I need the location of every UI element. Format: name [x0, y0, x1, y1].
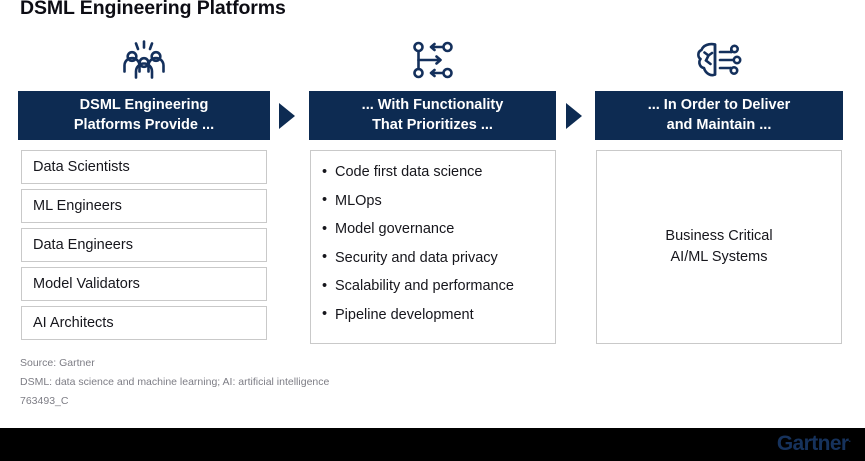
workflow-nodes-icon [309, 36, 556, 84]
arrow-right-icon [279, 103, 295, 129]
list-item: • MLOps [321, 191, 545, 212]
list-item: • Security and data privacy [321, 248, 545, 269]
list-item[interactable]: Data Scientists [21, 150, 267, 184]
column-providers: DSML Engineering Platforms Provide ... D… [18, 0, 270, 420]
list-item[interactable]: AI Architects [21, 306, 267, 340]
outcome-card: Business Critical AI/ML Systems [596, 150, 842, 344]
column-functionality: ... With Functionality That Prioritizes … [309, 0, 556, 420]
outcome-text: Business Critical AI/ML Systems [665, 226, 772, 269]
header-line-1: ... In Order to Deliver [647, 96, 791, 113]
header-line-1: DSML Engineering [79, 96, 209, 113]
roles-list: Data Scientists ML Engineers Data Engine… [21, 150, 267, 345]
role-label: Data Engineers [33, 237, 133, 253]
role-label: AI Architects [33, 315, 114, 331]
logo-trademark: . [848, 434, 851, 444]
logo-text: Gartner [776, 432, 849, 455]
feature-label: Model governance [335, 221, 455, 238]
list-item: • Model governance [321, 219, 545, 240]
footnotes: Source: Gartner DSML: data science and m… [20, 354, 620, 411]
bullet-icon: • [322, 277, 328, 294]
column-header-providers: DSML Engineering Platforms Provide ... [18, 91, 270, 140]
list-item[interactable]: ML Engineers [21, 189, 267, 223]
header-line-1: ... With Functionality [361, 96, 504, 113]
bullet-icon: • [322, 192, 328, 209]
bullet-icon: • [322, 249, 328, 266]
gartner-logo: Gartner. [777, 432, 851, 456]
list-item[interactable]: Data Engineers [21, 228, 267, 262]
role-label: Data Scientists [33, 159, 130, 175]
page-title: DSML Engineering Platforms [20, 0, 286, 19]
feature-label: Security and data privacy [335, 249, 498, 266]
abbreviation-note: DSML: data science and machine learning;… [20, 376, 330, 389]
brain-ai-icon [595, 36, 843, 84]
list-item: • Pipeline development [321, 305, 545, 326]
header-line-2: That Prioritizes ... [372, 116, 493, 133]
arrow-right-icon [566, 103, 582, 129]
list-item[interactable]: Model Validators [21, 267, 267, 301]
role-label: Model Validators [33, 276, 140, 292]
column-header-outcome: ... In Order to Deliver and Maintain ... [595, 91, 843, 140]
role-label: ML Engineers [33, 198, 122, 214]
source-note: Source: Gartner [20, 357, 95, 369]
people-group-icon [18, 36, 270, 84]
bullet-icon: • [322, 163, 328, 180]
features-card: • Code first data science • MLOps • Model g… [310, 150, 556, 344]
feature-label: MLOps [335, 192, 382, 209]
list-item: • Code first data science [321, 162, 545, 183]
feature-label: Pipeline development [335, 306, 474, 323]
feature-label: Scalability and performance [335, 278, 514, 295]
list-item: • Scalability and performance [321, 276, 545, 297]
document-id: 763493_C [20, 395, 69, 408]
column-header-functionality: ... With Functionality That Prioritizes … [309, 91, 556, 140]
outcome-line-2: AI/ML Systems [670, 249, 768, 265]
bottom-bar: Gartner. [0, 428, 865, 461]
header-line-2: and Maintain ... [666, 116, 772, 133]
bullet-icon: • [322, 306, 328, 323]
outcome-line-1: Business Critical [665, 227, 773, 244]
header-line-2: Platforms Provide ... [73, 116, 215, 133]
bullet-icon: • [322, 220, 328, 237]
column-outcome: ... In Order to Deliver and Maintain ...… [595, 0, 843, 420]
feature-label: Code first data science [335, 164, 483, 180]
